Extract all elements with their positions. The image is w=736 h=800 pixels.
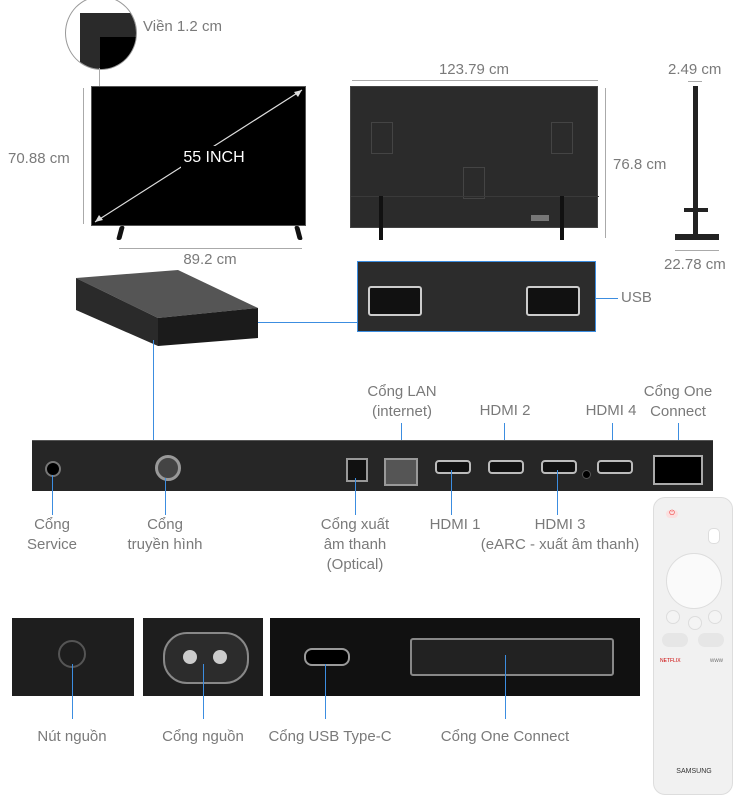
- lan-port: [384, 458, 418, 486]
- service-line2: Service: [26, 536, 78, 553]
- remote-control: ⏻ NETFLIX www SAMSUNG: [653, 497, 733, 795]
- lan-label-line2: (internet): [371, 403, 433, 420]
- tv-antenna-port: [155, 455, 181, 481]
- power-port-label: Cổng nguồn: [162, 728, 244, 745]
- hdmi2-port: [488, 460, 524, 474]
- lan-label-line1: Cổng LAN: [367, 383, 437, 400]
- depth-top-label: 2.49 cm: [668, 61, 722, 78]
- service-line1: Cổng: [34, 516, 70, 533]
- one-connect-box: [76, 270, 258, 346]
- optical-line1: Cổng xuất: [320, 516, 390, 533]
- one-connect-socket: [410, 638, 614, 676]
- screen-size-label: 55 INCH: [183, 149, 245, 166]
- bezel-zoom: [65, 0, 137, 70]
- service-port: [45, 461, 61, 477]
- hdmi1-label: HDMI 1: [429, 516, 481, 533]
- optical-line3: (Optical): [326, 556, 384, 573]
- dpad: [666, 553, 722, 609]
- back-height-label: 76.8 cm: [613, 156, 667, 173]
- optical-line2: âm thanh: [323, 536, 387, 553]
- one-connect-port: [653, 455, 703, 485]
- hdmi3-port: [541, 460, 577, 474]
- hdmi1-port: [435, 460, 471, 474]
- lan-label: Cổng LAN (internet): [352, 382, 452, 422]
- back-width-label: 123.79 cm: [438, 61, 510, 78]
- usb-panel: [357, 261, 596, 332]
- hdmi3-label: HDMI 3 (eARC - xuất âm thanh): [470, 515, 650, 555]
- tv-back: [350, 86, 599, 228]
- usb-c-one-connect-panel: [270, 618, 640, 696]
- diagonal-arrow: [94, 89, 303, 223]
- tv-side: [693, 86, 698, 236]
- optical-label: Cổng xuất âm thanh (Optical): [305, 515, 405, 575]
- usb-port-2: [526, 286, 580, 316]
- hdmi4-label: HDMI 4: [585, 402, 637, 419]
- hdmi3-line2: (eARC - xuất âm thanh): [480, 536, 640, 553]
- netflix-button: NETFLIX: [660, 658, 681, 664]
- www-button: www: [710, 658, 723, 664]
- hdmi4-port: [597, 460, 633, 474]
- one-connect-line1: Cổng One: [643, 383, 713, 400]
- hdmi3-line1: HDMI 3: [534, 516, 586, 533]
- depth-base-label: 22.78 cm: [664, 256, 726, 273]
- hdmi2-label: HDMI 2: [479, 402, 531, 419]
- one-connect-bottom-label: Cổng One Connect: [440, 728, 570, 745]
- front-width-label: 89.2 cm: [183, 251, 237, 268]
- tv-port-label: Cổng truyền hình: [115, 515, 215, 555]
- bezel-label: Viền 1.2 cm: [143, 18, 222, 35]
- usb-label: USB: [621, 289, 652, 306]
- power-port: [163, 632, 249, 684]
- front-height-label: 70.88 cm: [8, 150, 70, 167]
- tv-line1: Cổng: [147, 516, 183, 533]
- port-strip: [32, 440, 713, 491]
- one-connect-line2: Connect: [650, 403, 706, 420]
- power-button-panel: [12, 618, 134, 696]
- remote-brand: SAMSUNG: [676, 768, 712, 775]
- power-icon: ⏻: [666, 510, 678, 518]
- tv-line2: truyền hình: [127, 536, 203, 553]
- power-button-label: Nút nguồn: [37, 728, 107, 745]
- usb-c-label: Cổng USB Type-C: [268, 728, 392, 745]
- usb-port-1: [368, 286, 422, 316]
- usb-c-port: [304, 648, 350, 666]
- power-port-panel: [143, 618, 263, 696]
- mic-icon: [708, 528, 720, 544]
- optical-port: [346, 458, 368, 482]
